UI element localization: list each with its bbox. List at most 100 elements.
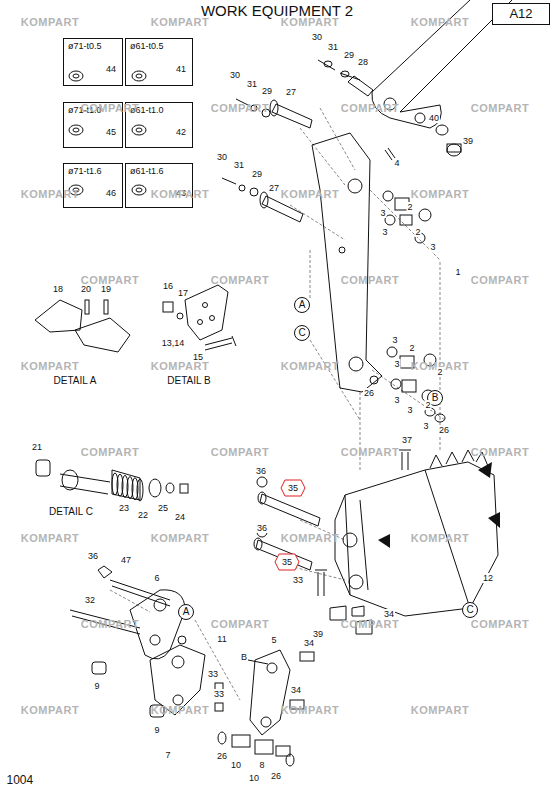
callout-number: 3 — [406, 405, 413, 415]
watermark: KOMPART — [151, 16, 209, 28]
watermark: KOMPART — [21, 704, 79, 716]
callout-number: 31 — [233, 160, 245, 170]
callout-number: 29 — [343, 50, 355, 60]
callout-number: 11 — [216, 634, 227, 644]
callout-number: 1004 — [6, 775, 35, 785]
callout-number: 26 — [270, 771, 282, 781]
node-text: ø61-t0.5 — [130, 41, 164, 51]
watermark: KOMPART — [21, 188, 79, 200]
callout-number: 13,14 — [161, 338, 186, 348]
spring-coil — [137, 479, 143, 501]
callout-number: 33 — [207, 669, 219, 679]
node-text: ø71-t1.6 — [68, 166, 102, 176]
callout-number: 5 — [270, 635, 277, 645]
callout-number: 31 — [246, 79, 258, 89]
watermark: KOMPART — [151, 188, 209, 200]
callout-number: 25 — [157, 503, 169, 513]
part-number: 44 — [106, 64, 116, 74]
callout-number: 3 — [393, 395, 400, 405]
watermark: KOMPART — [411, 532, 469, 544]
title-text: WORK EQUIPMENT 2 — [201, 2, 353, 19]
watermark: KOMPART — [151, 532, 209, 544]
callout-number: 29 — [261, 86, 273, 96]
callout-number: 3 — [381, 227, 388, 237]
watermark: COMPART — [81, 446, 139, 458]
watermark: COMPART — [211, 618, 269, 630]
watermark: KOMPART — [21, 360, 79, 372]
watermark: KOMPART — [281, 188, 339, 200]
watermark: KOMPART — [411, 16, 469, 28]
callout-number: 6 — [153, 573, 160, 583]
callout-number: 33 — [292, 575, 304, 585]
callout-number: DETAIL C — [48, 507, 94, 517]
callout-number: 31 — [327, 42, 339, 52]
callout-number: 2 — [408, 343, 415, 353]
part-number: 42 — [176, 127, 186, 137]
callout-number: 1 — [454, 267, 461, 277]
callout-number: 26 — [363, 388, 375, 398]
node-text: C — [466, 604, 473, 615]
callout-number: 30 — [311, 32, 323, 42]
watermark: COMPART — [471, 274, 529, 286]
callout-number: 27 — [268, 183, 280, 193]
watermark: KOMPART — [21, 532, 79, 544]
sheet-code-box: A12 — [492, 3, 550, 25]
callout-number: 2 — [406, 202, 413, 212]
callout-number: 10 — [230, 760, 242, 770]
callout-number: 22 — [137, 510, 149, 520]
watermark: KOMPART — [151, 704, 209, 716]
callout-number: 29 — [251, 169, 263, 179]
callout-number: 2 — [436, 367, 443, 377]
callout-number: 9 — [93, 681, 100, 691]
callout-number: 26 — [438, 425, 450, 435]
washer-spec-box: ø71-t1.6 46 — [63, 163, 123, 208]
callout-number: 7 — [164, 750, 171, 760]
node-text: A — [183, 606, 190, 617]
reference-circle: A — [178, 604, 194, 620]
callout-number: 27 — [285, 87, 297, 97]
watermark: COMPART — [81, 102, 139, 114]
callout-number: 47 — [120, 555, 132, 565]
washer-spec-box: ø61-t1.643 — [125, 163, 193, 208]
highlight-hexagon: 35 — [280, 479, 306, 497]
callout-number: DETAIL B — [166, 376, 211, 386]
node-text: A — [299, 299, 306, 310]
watermark: COMPART — [211, 102, 269, 114]
callout-number: 17 — [177, 288, 189, 298]
watermark: COMPART — [211, 446, 269, 458]
callout-number: 19 — [100, 284, 112, 294]
callout-number: 34 — [290, 685, 302, 695]
node-text: 35 — [282, 557, 292, 567]
watermark: COMPART — [471, 618, 529, 630]
callout-number: 32 — [84, 595, 96, 605]
reference-circle: C — [462, 602, 478, 618]
callout-number: 3 — [393, 359, 400, 369]
part-number: 45 — [106, 127, 116, 137]
callout-number: 24 — [174, 512, 186, 522]
watermark: KOMPART — [411, 704, 469, 716]
callout-number: 28 — [357, 57, 369, 67]
node-text: C — [298, 327, 305, 338]
watermark: COMPART — [81, 618, 139, 630]
callout-number: 26 — [216, 751, 228, 761]
callout-number: 9 — [153, 725, 160, 735]
node-text: ø61-t1.6 — [130, 166, 164, 176]
washer-spec-box: ø61-t0.541 — [125, 38, 193, 86]
reference-circle: A — [294, 297, 310, 313]
highlight-hexagon: 35 — [274, 553, 300, 571]
callout-number: 37 — [401, 435, 413, 445]
callout-number: 2 — [414, 227, 421, 237]
node-text: A12 — [509, 6, 532, 21]
callout-number: 23 — [118, 503, 130, 513]
watermark: KOMPART — [281, 360, 339, 372]
watermark: COMPART — [341, 102, 399, 114]
callout-number: 39 — [462, 136, 474, 146]
node-text: ø71-t0.5 — [68, 41, 102, 51]
watermark: COMPART — [341, 618, 399, 630]
node-text: 35 — [288, 483, 298, 493]
callout-number: 18 — [52, 284, 64, 294]
callout-number: 21 — [31, 442, 43, 452]
callout-number: 12 — [482, 573, 494, 583]
part-number: 46 — [106, 188, 116, 198]
callout-number: 34 — [303, 638, 315, 648]
